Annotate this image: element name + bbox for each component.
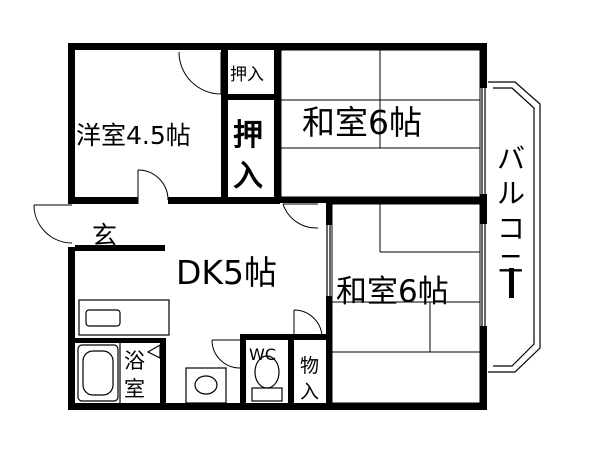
bathtub-inner bbox=[82, 350, 114, 396]
label-western-room: 洋室4.5帖 bbox=[76, 121, 191, 150]
label-storage-bottom-1: 物 bbox=[300, 355, 319, 377]
wall-closet-shelf bbox=[221, 94, 281, 100]
kitchen-sink bbox=[78, 299, 170, 336]
tatami-top bbox=[280, 49, 481, 198]
wall-japanese-bottom-left-b bbox=[326, 296, 332, 410]
washbasin-bowl bbox=[194, 375, 218, 395]
wall-wc-left bbox=[240, 334, 246, 410]
label-storage-small: 押入 bbox=[230, 65, 264, 85]
label-entrance: 玄 bbox=[92, 221, 117, 250]
label-balcony-1: バ bbox=[497, 142, 525, 175]
bath-door-mark bbox=[146, 343, 161, 359]
wall-bath-right bbox=[160, 338, 166, 410]
label-japanese-bottom: 和室6帖 bbox=[336, 274, 449, 310]
label-balcony-5 bbox=[509, 268, 514, 298]
wall-right-middle bbox=[480, 194, 487, 224]
door-swing-japanese bbox=[282, 203, 319, 229]
door-swing-western-top bbox=[178, 51, 222, 95]
door-swing-wc bbox=[293, 309, 323, 338]
label-balcony-2: ル bbox=[497, 177, 525, 210]
bathtub bbox=[77, 344, 119, 402]
label-storage-bottom-2: 入 bbox=[300, 381, 319, 403]
wall-japanese-bottom-top bbox=[326, 197, 487, 204]
label-storage-large-2: 入 bbox=[233, 159, 263, 194]
wall-left-upper bbox=[68, 43, 75, 203]
wall-wc-top bbox=[240, 334, 292, 340]
label-bath-1: 浴 bbox=[124, 349, 145, 373]
wall-bottom bbox=[68, 403, 487, 410]
toilet-tank bbox=[251, 387, 283, 402]
label-storage-large-1: 押 bbox=[233, 118, 263, 153]
tatami-bottom bbox=[331, 203, 481, 404]
sliding-door-japanese-bottom bbox=[326, 225, 331, 296]
wall-wc-right bbox=[288, 334, 294, 410]
balcony-inner-outline bbox=[493, 87, 535, 367]
wall-japanese-bottom-left-a bbox=[326, 197, 332, 225]
wall-storage-top bbox=[288, 334, 332, 340]
balcony-outline bbox=[488, 81, 541, 373]
door-swing-western-bottom bbox=[137, 169, 169, 204]
toilet-bowl bbox=[254, 355, 280, 389]
wall-japanese-top-bottom bbox=[280, 197, 326, 203]
wall-right-lower bbox=[480, 326, 487, 410]
kitchen-sink-basin bbox=[85, 309, 121, 327]
label-bath-2: 室 bbox=[124, 377, 145, 401]
window-right-upper bbox=[481, 88, 486, 194]
door-swing-washroom bbox=[211, 339, 241, 369]
wall-entrance-step bbox=[75, 245, 165, 251]
window-right-lower bbox=[481, 224, 486, 326]
wall-western-right bbox=[221, 43, 228, 203]
wall-right-upper bbox=[480, 43, 487, 88]
wall-bath-top bbox=[75, 338, 165, 343]
wall-left-lower bbox=[68, 247, 75, 409]
wall-western-bottom-a bbox=[68, 197, 138, 204]
door-swing-entrance bbox=[33, 204, 73, 244]
label-balcony-3: コ bbox=[497, 212, 525, 245]
washbasin bbox=[185, 367, 227, 404]
label-wc: WC bbox=[249, 345, 276, 364]
label-japanese-top: 和室6帖 bbox=[302, 103, 422, 142]
label-dk: DK5帖 bbox=[176, 253, 277, 292]
